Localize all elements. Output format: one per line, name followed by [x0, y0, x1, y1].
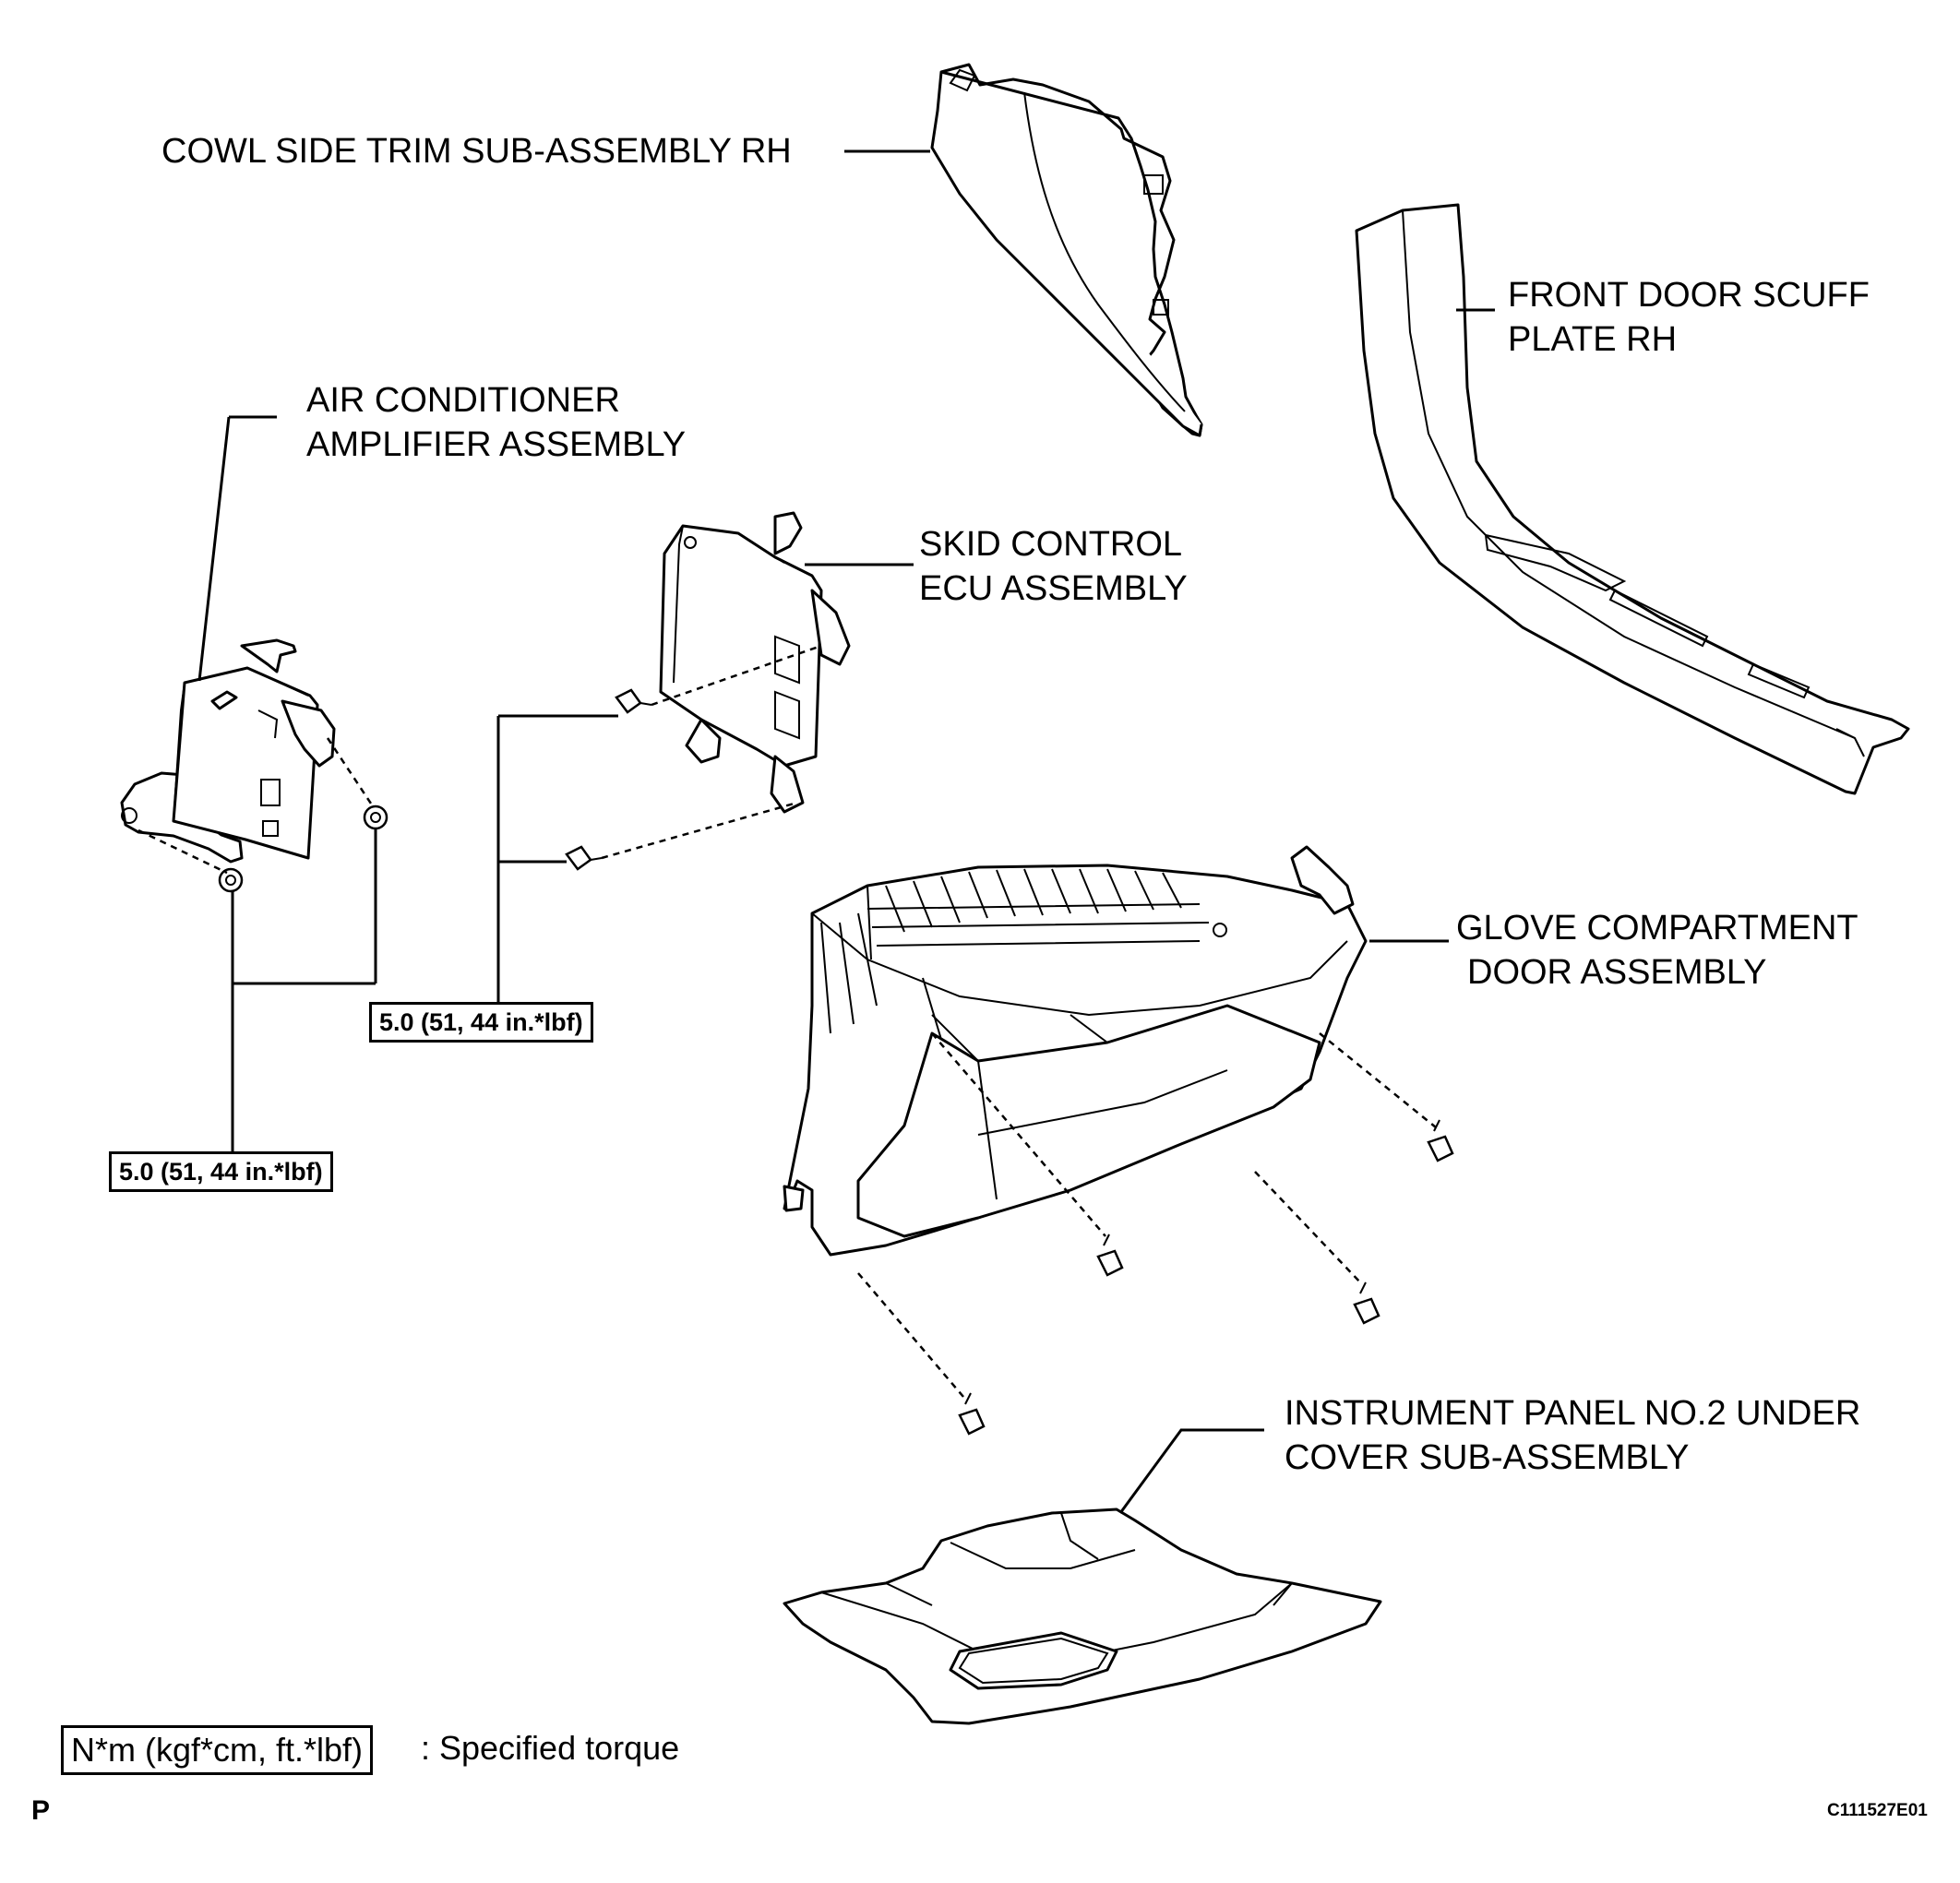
glove-compartment-line2: DOOR ASSEMBLY	[1467, 953, 1767, 992]
label-skid-control-ecu: SKID CONTROL ECU ASSEMBLY	[919, 522, 1188, 611]
skid-control-ecu-line1: SKID CONTROL	[919, 525, 1183, 564]
air-conditioner-amp-line1: AIR CONDITIONER	[306, 381, 620, 420]
front-door-scuff-plate-drawing	[1355, 203, 1910, 795]
instrument-panel-cover-line1: INSTRUMENT PANEL NO.2 UNDER	[1285, 1394, 1861, 1433]
installation-dashed-lines	[137, 644, 1437, 1398]
label-cowl-side-trim: COWL SIDE TRIM SUB-ASSEMBLY RH	[161, 129, 792, 173]
bolt-glove-lower-right	[1353, 1281, 1380, 1325]
instrument-panel-under-cover-drawing	[783, 1508, 1382, 1725]
nut-ac-amp-right	[363, 804, 388, 830]
figure-code: C111527E01	[1827, 1801, 1928, 1820]
air-conditioner-amp-line2: AMPLIFIER ASSEMBLY	[306, 425, 687, 464]
instrument-panel-cover-line2: COVER SUB-ASSEMBLY	[1285, 1438, 1690, 1477]
air-conditioner-amplifier-drawing	[120, 638, 336, 864]
cowl-side-trim-line1: COWL SIDE TRIM SUB-ASSEMBLY RH	[161, 132, 792, 171]
bolt-glove-middle	[1096, 1233, 1124, 1277]
label-air-conditioner-amplifier: AIR CONDITIONER AMPLIFIER ASSEMBLY	[306, 378, 686, 467]
bolt-skid-ecu-lower	[565, 845, 603, 871]
legend-torque-unit-box: N*m (kgf*cm, ft.*lbf)	[61, 1725, 374, 1775]
skid-control-ecu-drawing	[659, 511, 851, 814]
torque-spec-ac-amp: 5.0 (51, 44 in.*lbf)	[109, 1151, 333, 1192]
front-door-scuff-line2: PLATE RH	[1508, 320, 1678, 359]
glove-compartment-drawing	[783, 845, 1368, 1257]
bolt-glove-right	[1427, 1119, 1454, 1162]
nut-ac-amp-lower	[218, 867, 244, 893]
bolt-glove-lower-left	[958, 1392, 986, 1436]
footer-left-mark: P	[31, 1795, 51, 1826]
label-instrument-panel-under-cover: INSTRUMENT PANEL NO.2 UNDER COVER SUB-AS…	[1285, 1391, 1860, 1480]
bolt-skid-ecu-upper	[615, 688, 652, 714]
legend-specified-torque: : Specified torque	[421, 1729, 680, 1767]
label-front-door-scuff-plate: FRONT DOOR SCUFF PLATE RH	[1508, 273, 1870, 362]
fasteners	[218, 688, 1454, 1436]
cowl-side-trim-drawing	[930, 63, 1203, 437]
glove-compartment-line1: GLOVE COMPARTMENT	[1456, 909, 1858, 947]
skid-control-ecu-line2: ECU ASSEMBLY	[919, 569, 1188, 608]
torque-spec-skid-ecu: 5.0 (51, 44 in.*lbf)	[369, 1002, 593, 1043]
leader-lines	[197, 149, 1495, 1514]
front-door-scuff-line1: FRONT DOOR SCUFF	[1508, 276, 1870, 315]
label-glove-compartment-door: GLOVE COMPARTMENT DOOR ASSEMBLY	[1456, 906, 1858, 995]
